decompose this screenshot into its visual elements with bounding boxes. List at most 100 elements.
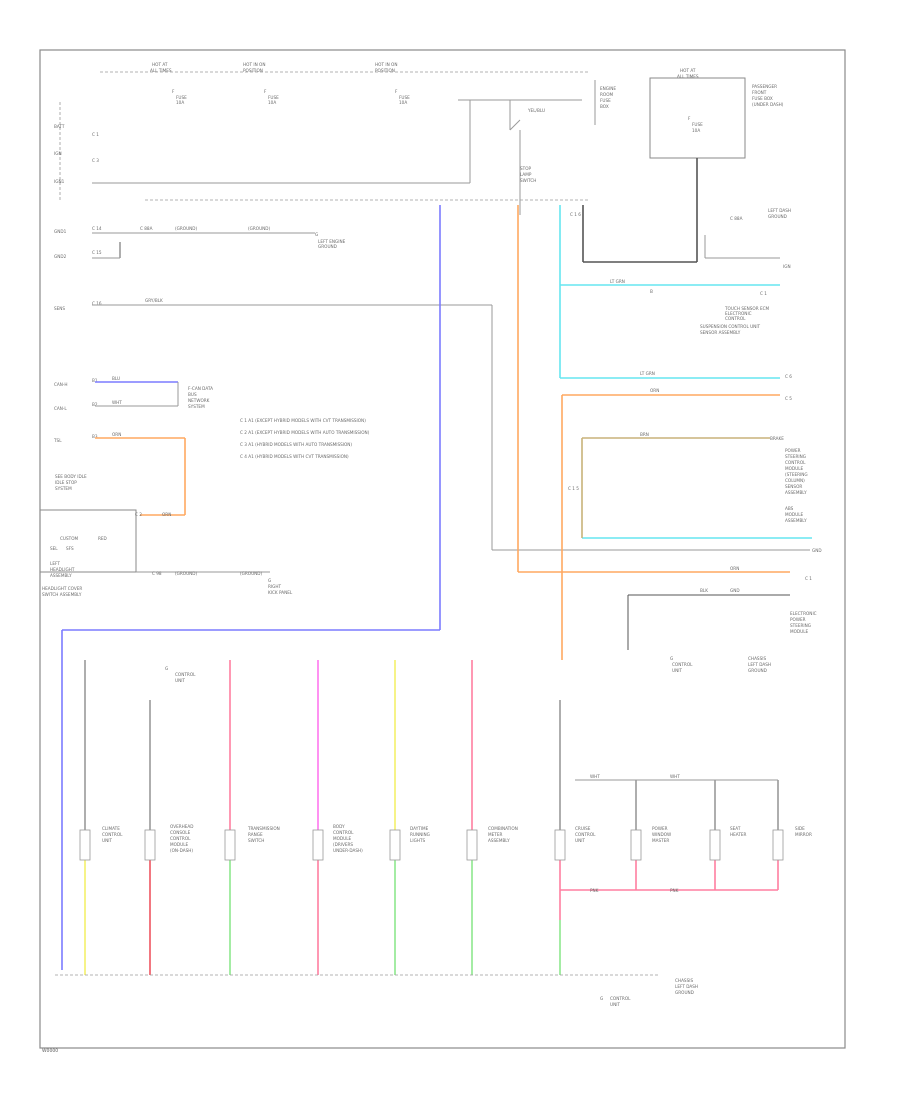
svg-text:F: F (172, 89, 175, 94)
svg-text:IDLE STOP: IDLE STOP (55, 480, 77, 485)
svg-text:C 88A: C 88A (730, 216, 743, 221)
svg-text:POWER: POWER (785, 448, 801, 453)
svg-text:SIDE: SIDE (795, 826, 805, 831)
svg-text:MODULE: MODULE (333, 836, 352, 841)
svg-text:STEERING: STEERING (790, 623, 811, 628)
svg-text:C 1 6: C 1 6 (570, 212, 581, 217)
svg-text:SWITCH ASSEMBLY: SWITCH ASSEMBLY (42, 592, 82, 597)
svg-text:POWER: POWER (652, 826, 668, 831)
svg-text:F: F (395, 89, 398, 94)
svg-text:HEADLIGHT COVER: HEADLIGHT COVER (42, 586, 82, 591)
svg-text:IGN: IGN (54, 151, 62, 156)
svg-text:ASSEMBLY: ASSEMBLY (488, 838, 510, 843)
svg-text:SENSOR ASSEMBLY: SENSOR ASSEMBLY (700, 330, 741, 335)
svg-text:GROUND: GROUND (768, 214, 787, 219)
svg-text:SFS: SFS (66, 546, 74, 551)
svg-text:ALL TIMES: ALL TIMES (677, 74, 699, 79)
svg-text:GND: GND (730, 588, 740, 593)
svg-text:FUSE: FUSE (692, 122, 703, 127)
svg-text:HOT IN ON: HOT IN ON (243, 62, 265, 67)
svg-text:WINDOW: WINDOW (652, 832, 671, 837)
svg-text:UNIT: UNIT (175, 678, 185, 683)
svg-text:G: G (600, 996, 603, 1001)
svg-text:C 15: C 15 (92, 250, 102, 255)
svg-text:C 1 5: C 1 5 (568, 486, 579, 491)
svg-text:C 5: C 5 (785, 396, 792, 401)
svg-text:CLIMATE: CLIMATE (102, 826, 120, 831)
svg-text:CONTROL: CONTROL (610, 996, 631, 1001)
svg-text:GND: GND (812, 548, 822, 553)
svg-text:COLUMN): COLUMN) (785, 478, 805, 483)
svg-text:TRANSMISSION: TRANSMISSION (247, 826, 280, 831)
svg-text:WHT: WHT (670, 774, 680, 779)
svg-text:CONTROL: CONTROL (672, 662, 693, 667)
svg-text:B1: B1 (92, 378, 98, 383)
svg-text:HEADLIGHT: HEADLIGHT (50, 567, 75, 572)
svg-text:FUSE: FUSE (268, 95, 279, 100)
svg-text:POSITION: POSITION (375, 68, 395, 73)
svg-text:BLU: BLU (112, 376, 120, 381)
svg-text:HOT IN ON: HOT IN ON (375, 62, 397, 67)
svg-text:C 6: C 6 (785, 374, 792, 379)
svg-text:CAN-H: CAN-H (54, 382, 68, 387)
svg-text:ABS: ABS (785, 506, 794, 511)
svg-text:C 3 A1 (HYBRID MODELS WITH AUT: C 3 A1 (HYBRID MODELS WITH AUTO TRANSMIS… (240, 442, 352, 447)
blue-can-wire: BLU (61, 205, 441, 970)
svg-text:C 16: C 16 (92, 301, 102, 306)
svg-text:G: G (315, 232, 318, 237)
footer-code: W0000 (42, 1048, 58, 1054)
svg-text:CONTROL: CONTROL (102, 832, 123, 837)
svg-text:CRUISE: CRUISE (575, 826, 591, 831)
svg-text:COMBINATION: COMBINATION (488, 826, 518, 831)
svg-text:C 88A: C 88A (140, 226, 153, 231)
svg-text:BOX: BOX (600, 104, 609, 109)
svg-text:C 2: C 2 (135, 512, 142, 517)
svg-text:(ON-DASH): (ON-DASH) (170, 848, 193, 853)
svg-text:CHASSIS: CHASSIS (675, 978, 693, 983)
svg-text:BLK: BLK (700, 588, 708, 593)
svg-text:CUSTOM: CUSTOM (60, 536, 79, 541)
svg-text:ORN: ORN (650, 388, 659, 393)
svg-text:ASSEMBLY: ASSEMBLY (50, 573, 72, 578)
svg-text:B: B (650, 289, 653, 294)
svg-text:G: G (670, 656, 673, 661)
svg-text:LEFT DASH: LEFT DASH (748, 662, 771, 667)
svg-text:HOT AT: HOT AT (680, 68, 696, 73)
svg-text:CONTROL: CONTROL (575, 832, 596, 837)
svg-text:LEFT DASH: LEFT DASH (675, 984, 698, 989)
svg-text:GND1: GND1 (54, 229, 67, 234)
svg-text:FUSE BOX: FUSE BOX (752, 96, 773, 101)
svg-text:SENS: SENS (54, 306, 65, 311)
svg-text:BODY: BODY (333, 824, 345, 829)
svg-text:SYSTEM: SYSTEM (188, 404, 205, 409)
svg-text:SENSOR: SENSOR (785, 484, 802, 489)
svg-text:B3: B3 (92, 434, 98, 439)
svg-text:PASSENGER: PASSENGER (752, 84, 777, 89)
svg-text:10A: 10A (399, 100, 407, 105)
svg-text:ASSEMBLY: ASSEMBLY (785, 490, 807, 495)
svg-text:ALL TIMES: ALL TIMES (150, 68, 172, 73)
svg-text:UNIT: UNIT (575, 838, 585, 843)
svg-text:(GROUND): (GROUND) (175, 571, 198, 576)
svg-text:BRN: BRN (640, 432, 649, 437)
svg-text:POSITION: POSITION (243, 68, 263, 73)
svg-text:LEFT DASH: LEFT DASH (768, 208, 791, 213)
svg-text:LEFT: LEFT (50, 561, 60, 566)
tan-wire: BRN C 1 5 (568, 432, 770, 538)
svg-text:DAYTIME: DAYTIME (410, 826, 429, 831)
svg-text:C 14: C 14 (92, 226, 102, 231)
svg-text:C 3: C 3 (92, 158, 99, 163)
svg-text:PNK: PNK (590, 888, 599, 893)
svg-text:POWER: POWER (790, 617, 806, 622)
svg-text:(GROUND): (GROUND) (240, 571, 263, 576)
svg-text:ORN: ORN (162, 512, 171, 517)
svg-text:CONTROL: CONTROL (333, 830, 354, 835)
svg-text:F: F (264, 89, 267, 94)
